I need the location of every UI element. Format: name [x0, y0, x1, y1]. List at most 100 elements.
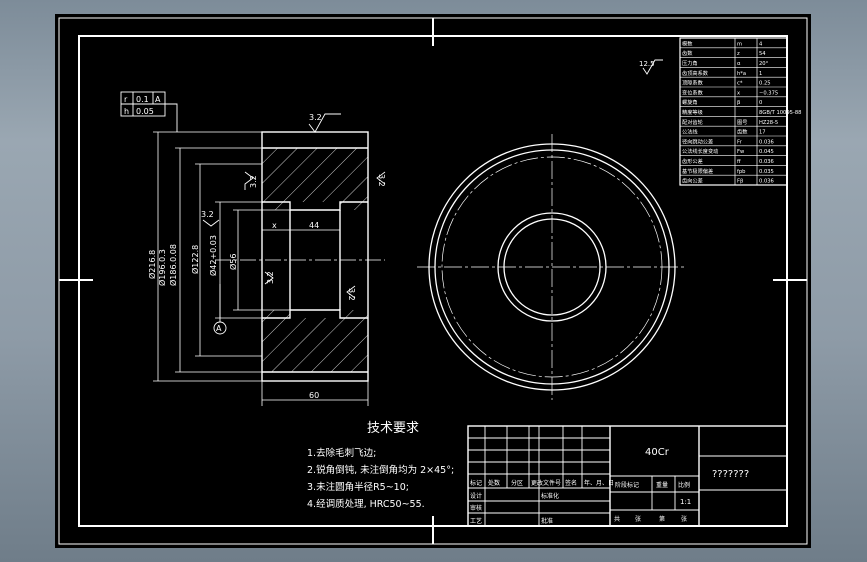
param-table-cell: 顶隙系数 [682, 79, 704, 87]
param-table-cell: 公法线 [682, 128, 698, 136]
tb-label-total: 共 [614, 515, 620, 523]
param-table-cell: 20° [759, 61, 769, 67]
param-table-cell: 螺旋角 [682, 98, 698, 106]
section-view: r 0.1 A h 0.05 A 3.2 3.2 3.2 3.2 3.2 3.2… [120, 91, 386, 406]
tolerance-r-symbol: r [124, 95, 128, 104]
param-table-cell: α [737, 61, 741, 67]
tb-label-ratio: 比例 [678, 481, 690, 489]
tech-req-item: 2.锐角倒钝, 未注倒角均为 2×45°; [307, 464, 454, 476]
dim-bore-dia-2: Ø56 [228, 254, 238, 270]
param-table-cell: Fr [737, 139, 743, 145]
tb-label-signature: 签名 [565, 479, 577, 487]
param-table-cell: 公法线长度变动 [682, 147, 718, 155]
param-table-cell: Fβ [737, 179, 743, 185]
param-table-cell: ff [737, 159, 741, 165]
dim-hub-width: 44 [309, 221, 319, 230]
tb-label-no: 第 [659, 515, 665, 523]
tb-label-sheet: 张 [681, 515, 687, 523]
tolerance-h-symbol: h [124, 107, 129, 116]
param-table-cell: 精度等级 [682, 108, 703, 116]
param-table-cell: c* [737, 81, 743, 87]
center-marks [59, 18, 807, 544]
param-table-cell: HZ28-5 [759, 120, 778, 126]
hatch-lower-hub-right [340, 310, 368, 318]
tb-label-standard: 标准化 [541, 492, 559, 500]
tolerance-h-value: 0.05 [136, 107, 154, 116]
tech-req-item: 3.未注圆角半径R5~10; [307, 481, 409, 493]
global-roughness: 12.5 [639, 60, 655, 68]
hatch-upper-hub-right [340, 202, 368, 210]
tb-label-stage-mark: 阶段标记 [615, 481, 639, 489]
tb-label-reviewer: 审核 [470, 504, 482, 512]
tb-label-zone: 分区 [511, 479, 523, 487]
param-table-cell: 齿形公差 [682, 157, 703, 165]
tech-req-item: 4.经调质处理, HRC50~55. [307, 498, 425, 510]
param-table-cell: 压力角 [682, 59, 698, 67]
roughness-symbols [202, 113, 386, 299]
param-table-frame [679, 37, 788, 186]
cad-drawing: r 0.1 A h 0.05 A 3.2 3.2 3.2 3.2 3.2 3.2… [58, 17, 808, 545]
param-table-cell: 0.036 [759, 179, 774, 185]
drawing-sheet: r 0.1 A h 0.05 A 3.2 3.2 3.2 3.2 3.2 3.2… [55, 14, 811, 548]
tb-label-process: 工艺 [470, 517, 482, 525]
scale-value: 1:1 [680, 498, 691, 506]
param-table-cell: 图号 [737, 119, 747, 126]
title-block-labels: 标记 处数 分区 更改文件号 签名 年、月、日 设计 标准化 审核 工艺 批准 … [470, 479, 690, 525]
param-table-cell: 基节极限偏差 [682, 167, 713, 175]
param-table-cell: 0.035 [759, 169, 774, 175]
param-table-cell: 54 [759, 51, 766, 57]
param-table-cell: β [737, 100, 740, 106]
param-table-cell: 0 [759, 100, 762, 106]
tech-req-heading: 技术要求 [367, 421, 419, 436]
tb-label-approve: 批准 [541, 517, 553, 525]
param-table-cell: 齿向公差 [682, 177, 703, 185]
param-table-cell: 0.036 [759, 139, 774, 145]
dim-bore-dia: Ø42+0.03 [208, 235, 218, 276]
dim-dia-2: Ø196.0.3 [157, 249, 167, 286]
param-table-cell: 1 [759, 71, 762, 77]
param-table-cell: h*a [737, 71, 746, 77]
param-table-cell: 配对齿轮 [682, 118, 703, 126]
param-table-cell: 齿数 [682, 49, 693, 57]
roughness-bore-right: 3.2 [347, 288, 356, 301]
tb-label-date: 年、月、日 [584, 479, 614, 487]
hatch-upper [262, 148, 368, 202]
param-table-cell: 0.036 [759, 159, 774, 165]
param-table-cell: 0.045 [759, 149, 774, 155]
drawing-name: ??????? [712, 469, 749, 480]
param-table-cell: 8GB/T 10095-88 [759, 110, 801, 116]
param-table-cell: fpb [737, 169, 746, 175]
param-table-cell: z [737, 51, 740, 57]
param-table-cell: −0.375 [759, 90, 778, 96]
param-table-cell: 模数 [682, 39, 693, 47]
hatch-upper-hub-left [262, 202, 290, 210]
tb-label-designer: 设计 [470, 492, 482, 500]
param-table-cell: 齿数 [737, 128, 748, 136]
tb-label-sheets: 张 [635, 515, 641, 523]
front-view [417, 134, 687, 400]
datum-label: A [216, 324, 222, 333]
param-table-cell: 齿顶高系数 [682, 69, 709, 77]
global-roughness-mark [642, 59, 663, 75]
dim-left: x [272, 221, 277, 230]
roughness-bore-left: 3.2 [266, 271, 275, 284]
tb-label-weight: 重量 [656, 481, 668, 489]
title-block [467, 425, 788, 527]
tb-label-count: 处数 [488, 479, 500, 487]
tb-label-change-doc: 更改文件号 [531, 479, 561, 487]
param-table-cell: 变位系数 [682, 88, 704, 96]
hatch-lower-hub-left [262, 310, 290, 318]
tech-req-item: 1.去除毛刺飞边; [307, 447, 376, 459]
param-table-cell: 17 [759, 130, 766, 136]
dim-total-width: 60 [309, 391, 319, 400]
dim-hub-dia: Ø122.8 [190, 245, 200, 274]
dim-tip-dia: Ø216.8 [147, 250, 157, 279]
param-table-cell: 径向跳动公差 [682, 137, 713, 145]
param-table-cell: Fw [737, 149, 745, 155]
tb-label-mark: 标记 [470, 479, 482, 487]
roughness-left: 3.2 [249, 175, 258, 188]
param-table-cell: 0.25 [759, 81, 771, 87]
param-table-cell: m [737, 41, 742, 47]
hatch-lower [262, 318, 368, 372]
